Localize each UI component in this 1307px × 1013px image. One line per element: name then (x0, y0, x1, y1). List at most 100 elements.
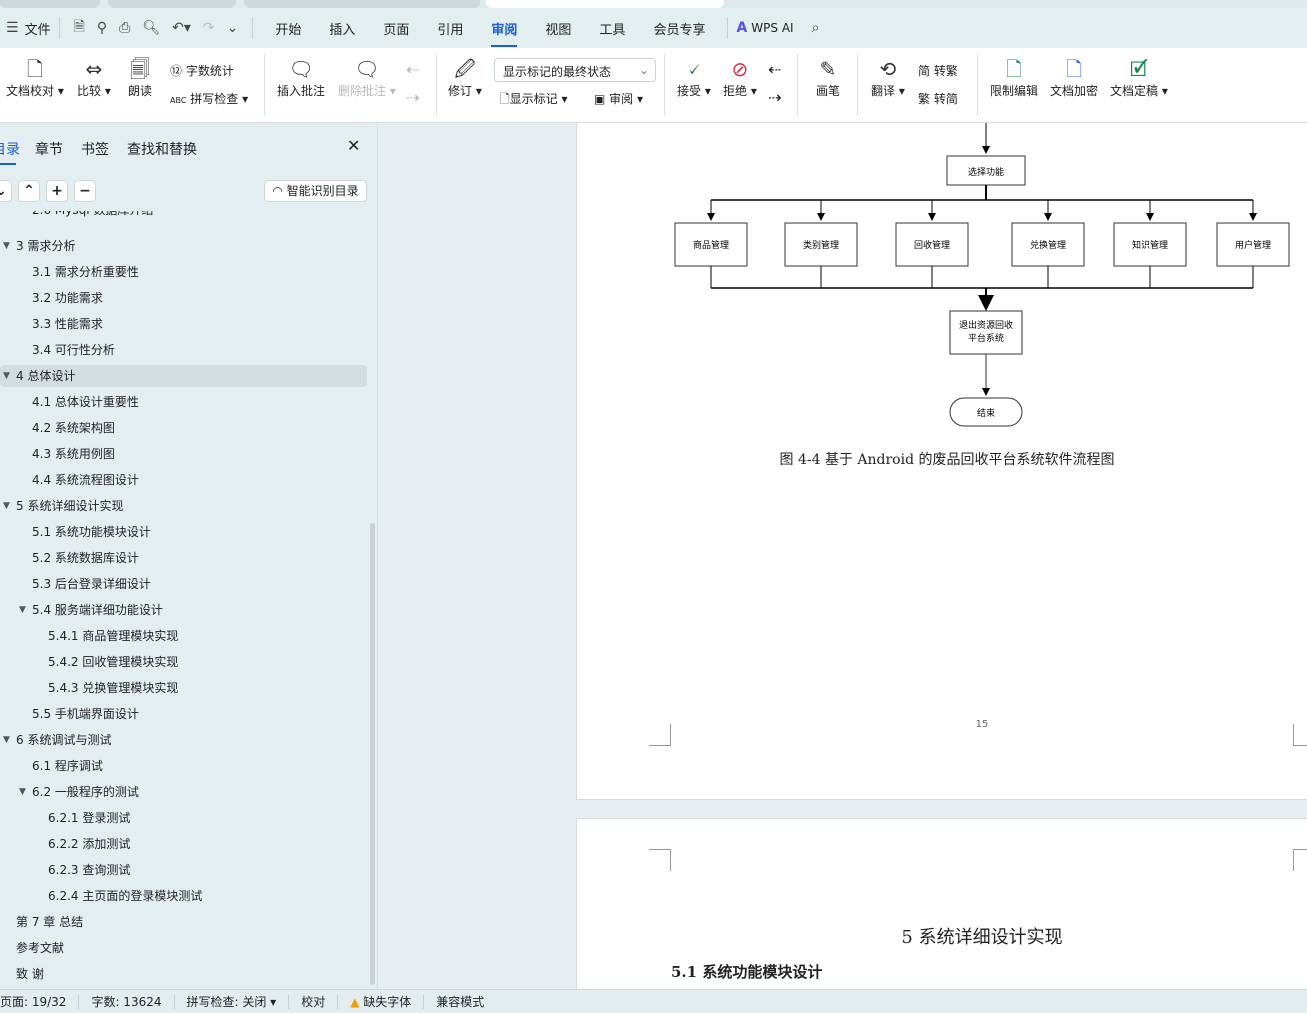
proof-status[interactable]: 校对 (289, 994, 339, 1009)
toc-item[interactable]: 3.2 功能需求 (0, 287, 367, 309)
expand-triangle-icon[interactable]: ▼ (3, 241, 10, 251)
margin-corner (1293, 849, 1307, 871)
toc-item[interactable]: ▼4 总体设计 (0, 365, 367, 387)
toc-item[interactable]: 4.2 系统架构图 (0, 417, 367, 439)
toc-item[interactable]: 3.3 性能需求 (0, 313, 367, 335)
tab-tools[interactable]: 工具 (599, 22, 626, 38)
toc-item[interactable]: 6.2.3 查询测试 (0, 859, 367, 881)
next-revision-icon[interactable]: ⇢ (768, 88, 782, 107)
missing-font-status[interactable]: ▲ 缺失字体 (338, 994, 425, 1009)
markup-state-select[interactable]: 显示标记的最终状态⌄ (494, 58, 656, 82)
toc-item[interactable]: 6.2.2 添加测试 (0, 833, 367, 855)
customize-chevron-icon[interactable]: ⌄ (226, 20, 239, 36)
encrypt-button[interactable]: 🗋文档加密 (1050, 57, 1099, 98)
spell-check-status[interactable]: 拼写检查: 关闭 ▾ (175, 994, 290, 1009)
spell-check-button[interactable]: ABC 拼写检查 ▾ (170, 92, 249, 106)
to-traditional-button[interactable]: 简 转繁 (918, 64, 958, 78)
toc-item[interactable]: 5.2 系统数据库设计 (0, 547, 367, 569)
sidebar-tab-chapter[interactable]: 章节 (35, 142, 63, 158)
toc-item[interactable]: 第 7 章 总结 (0, 911, 367, 933)
accept-button[interactable]: 🗸接受 ▾ (677, 57, 711, 98)
show-markup-button[interactable]: 🗋显示标记 ▾ (500, 92, 568, 106)
tab-insert[interactable]: 插入 (329, 22, 356, 38)
toc-item[interactable]: 5.3 后台登录详细设计 (0, 573, 367, 595)
restrict-edit-button[interactable]: 🗋限制编辑 (990, 57, 1039, 98)
sidebar-tab-find-replace[interactable]: 查找和替换 (127, 142, 197, 158)
revise-button[interactable]: 🖉修订 ▾ (448, 57, 482, 98)
toc-item[interactable]: 4.4 系统流程图设计 (0, 469, 367, 491)
undo-icon[interactable]: ↶▾ (172, 20, 191, 36)
toc-item[interactable]: 6.2.4 主页面的登录模块测试 (0, 885, 367, 907)
collapse-all-button[interactable]: ⌄ (0, 180, 12, 202)
chevron-up-icon[interactable]: ⌃ (18, 180, 40, 202)
toc-item[interactable]: 5.5 手机端界面设计 (0, 703, 367, 725)
prev-comment-icon[interactable]: ⇠ (406, 60, 420, 79)
toc-item[interactable]: 5.4.1 商品管理模块实现 (0, 625, 367, 647)
sidebar-tab-bookmark[interactable]: 书签 (81, 142, 109, 158)
toc-item[interactable]: 3.4 可行性分析 (0, 339, 367, 361)
review-pane-button[interactable]: ▣ 审阅 ▾ (594, 92, 644, 106)
minus-icon[interactable]: − (74, 180, 96, 202)
menu-icon[interactable]: ☰ (6, 20, 19, 36)
expand-triangle-icon[interactable]: ▼ (3, 501, 10, 511)
delete-comment-button[interactable]: 🗨删除批注 ▾ (338, 57, 396, 98)
tab[interactable] (0, 0, 100, 8)
toc-item[interactable]: 2.6 Mysql 数据库介绍 (0, 211, 367, 221)
toc-item[interactable]: 6.1 程序调试 (0, 755, 367, 777)
toc-item[interactable]: ▼3 需求分析 (0, 235, 367, 257)
tab-start[interactable]: 开始 (275, 22, 302, 38)
translate-button[interactable]: ⟲翻译 ▾ (871, 57, 905, 98)
toc-item[interactable]: ▼6.2 一般程序的测试 (0, 781, 367, 803)
tab-member[interactable]: 会员专享 (653, 22, 706, 38)
toc-item[interactable]: 4.1 总体设计重要性 (0, 391, 367, 413)
print-icon[interactable]: ⎙ (119, 20, 131, 36)
share-icon[interactable]: ⚲ (96, 20, 108, 36)
toc-item[interactable]: 4.3 系统用例图 (0, 443, 367, 465)
tab-reference[interactable]: 引用 (437, 22, 464, 38)
scrollbar[interactable] (370, 523, 375, 985)
compare-button[interactable]: ⇔比较 ▾ (77, 57, 111, 98)
save-icon[interactable]: 🗎 (73, 19, 85, 35)
expand-triangle-icon[interactable]: ▼ (3, 371, 10, 381)
toc-item[interactable]: 3.1 需求分析重要性 (0, 261, 367, 283)
expand-triangle-icon[interactable]: ▼ (19, 787, 26, 797)
tab-active[interactable] (486, 0, 724, 8)
toc-item[interactable]: 致 谢 (0, 963, 367, 985)
reject-button[interactable]: ⊘拒绝 ▾ (723, 57, 757, 98)
toc-item[interactable]: 5.4.3 兑换管理模块实现 (0, 677, 367, 699)
tab-view[interactable]: 视图 (545, 22, 572, 38)
pen-button[interactable]: ✎画笔 (816, 57, 841, 98)
prev-revision-icon[interactable]: ⇠ (768, 60, 782, 79)
search-icon[interactable]: ⌕ (811, 20, 820, 36)
tab-page[interactable]: 页面 (383, 22, 410, 38)
expand-triangle-icon[interactable]: ▼ (3, 735, 10, 745)
next-comment-icon[interactable]: ⇢ (406, 88, 420, 107)
plus-icon[interactable]: + (46, 180, 68, 202)
wps-ai-button[interactable]: WPS AI (751, 21, 794, 35)
insert-comment-button[interactable]: 🗨插入批注 (277, 57, 326, 98)
expand-triangle-icon[interactable]: ▼ (19, 605, 26, 615)
toc-item[interactable]: 5.4.2 回收管理模块实现 (0, 651, 367, 673)
toc-item[interactable]: 5.1 系统功能模块设计 (0, 521, 367, 543)
finalize-button[interactable]: 🗹文档定稿 ▾ (1110, 57, 1168, 98)
to-simplified-button[interactable]: 繁 转简 (918, 92, 958, 106)
toc-item[interactable]: 参考文献 (0, 937, 367, 959)
page-indicator[interactable]: 页面: 19/32 (0, 994, 80, 1009)
toc-item[interactable]: ▼5 系统详细设计实现 (0, 495, 367, 517)
print-preview-icon[interactable]: 🔍︎ (142, 20, 161, 36)
sidebar-tab-toc[interactable]: 目录 (0, 142, 20, 158)
word-count-button[interactable]: ⑫ 字数统计 (170, 64, 234, 78)
doc-proof-button[interactable]: 🗋文档校对 ▾ (6, 57, 64, 98)
file-menu[interactable]: 文件 (24, 22, 51, 38)
redo-icon[interactable]: ↷ (202, 20, 215, 36)
smart-toc-button[interactable]: ◠ 智能识别目录 (264, 180, 367, 202)
word-count[interactable]: 字数: 13624 (79, 994, 175, 1009)
toc-item[interactable]: ▼6 系统调试与测试 (0, 729, 367, 751)
tab-review[interactable]: 审阅 (477, 19, 531, 47)
close-icon[interactable]: ✕ (347, 136, 361, 155)
tab[interactable] (244, 0, 480, 8)
read-aloud-button[interactable]: 🗐朗读 (128, 57, 153, 98)
toc-item[interactable]: ▼5.4 服务端详细功能设计 (0, 599, 367, 621)
tab[interactable] (108, 0, 236, 8)
toc-item[interactable]: 6.2.1 登录测试 (0, 807, 367, 829)
